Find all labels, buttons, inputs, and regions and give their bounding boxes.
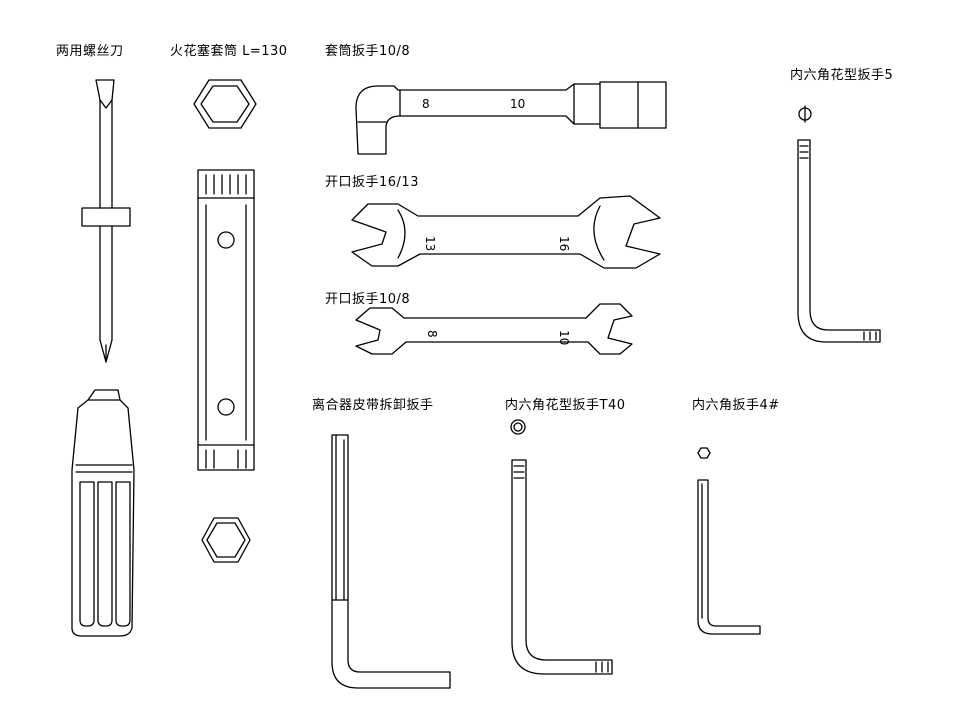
open-wrench-10-8-mark-10: 10: [557, 330, 571, 345]
spark-plug-socket-drawing: [193, 79, 257, 563]
open-wrench-16-13-mark-13: 13: [423, 236, 437, 251]
hex-wrench-4-label: 内六角扳手4#: [692, 398, 780, 413]
socket-wrench-mark-10: 10: [510, 97, 525, 111]
hex-torx-t40-drawing: [510, 419, 613, 675]
screwdriver-drawing: [71, 79, 135, 637]
hex-torx-5-drawing: [797, 105, 881, 343]
open-wrench-10-8-mark-8: 8: [425, 330, 439, 338]
open-wrench-10-8-drawing: 8 10: [355, 303, 633, 355]
clutch-belt-tool-drawing: [331, 434, 451, 689]
hex-wrench-4-drawing: [697, 447, 761, 635]
socket-wrench-mark-8: 8: [422, 97, 430, 111]
open-wrench-10-8-label: 开口扳手10/8: [325, 292, 411, 307]
hex-torx-t40-label: 内六角花型扳手T40: [505, 398, 626, 413]
hex-torx-5-label: 内六角花型扳手5: [790, 68, 894, 83]
clutch-belt-tool-label: 离合器皮带拆卸扳手: [312, 398, 434, 413]
socket-wrench-label: 套筒扳手10/8: [325, 44, 411, 59]
open-wrench-16-13-mark-16: 16: [557, 236, 571, 251]
spark-plug-socket-label: 火花塞套筒 L=130: [170, 44, 288, 59]
socket-wrench-drawing: 8 10: [355, 81, 667, 155]
open-wrench-16-13-drawing: 13 16: [351, 195, 661, 269]
open-wrench-16-13-label: 开口扳手16/13: [325, 175, 419, 190]
screwdriver-label: 两用螺丝刀: [56, 44, 124, 59]
